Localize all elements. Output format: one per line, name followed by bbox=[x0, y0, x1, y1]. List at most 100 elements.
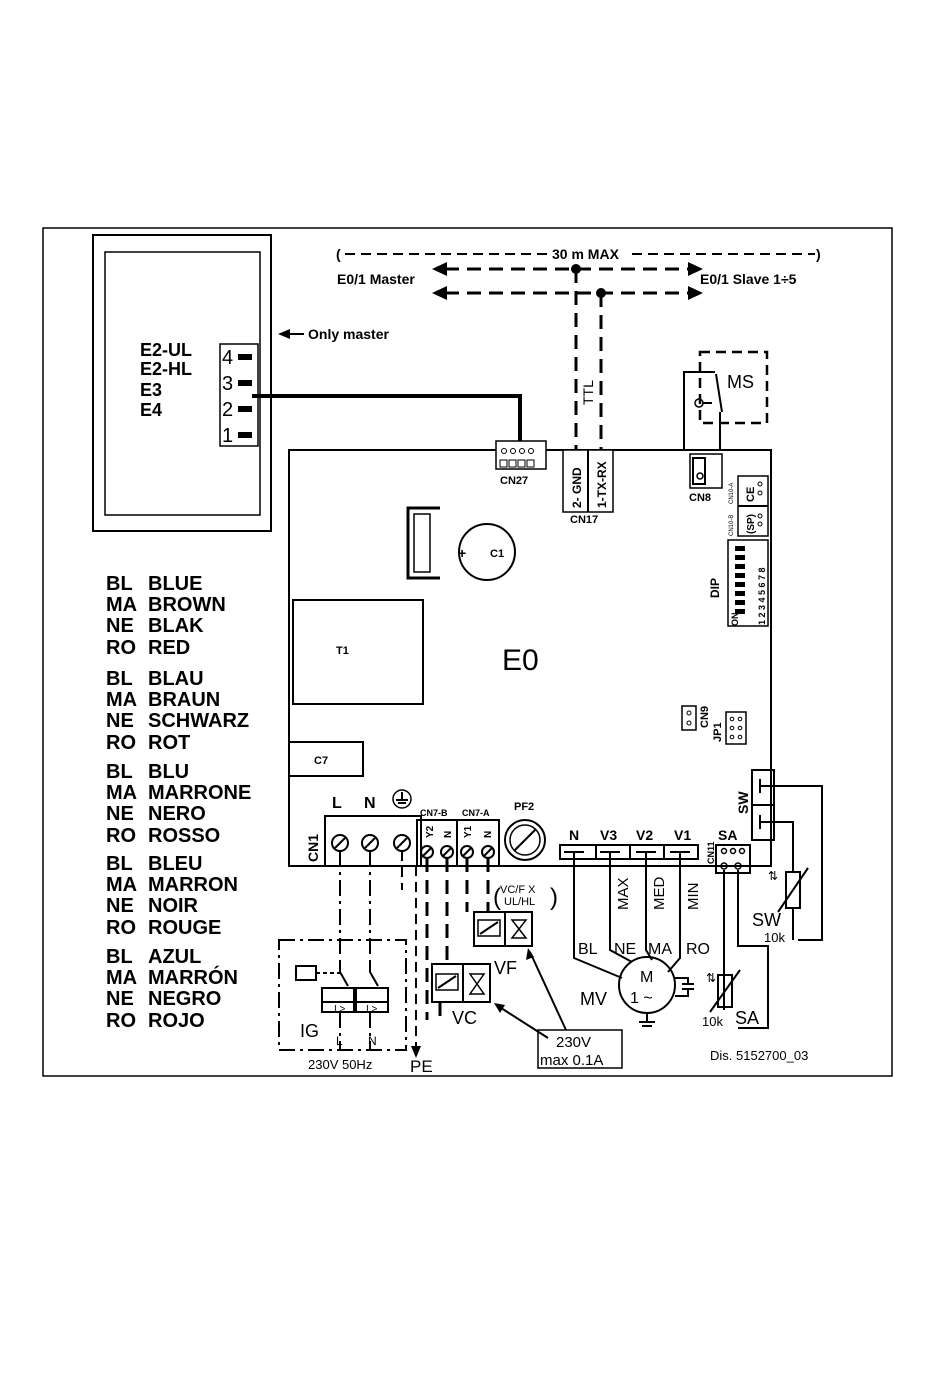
valve-current: max 0.1A bbox=[540, 1052, 603, 1069]
wire-ro-label: RO bbox=[686, 941, 710, 958]
remote-terminal-bars bbox=[238, 354, 252, 438]
legend-code: MA bbox=[106, 967, 137, 989]
cn27-connector bbox=[495, 440, 547, 470]
legend-code: BL bbox=[106, 761, 133, 783]
only-master-arrow bbox=[278, 329, 290, 339]
legend-code: RO bbox=[106, 825, 136, 847]
dip-label: DIP bbox=[708, 578, 722, 598]
cn1-l-label: L bbox=[332, 795, 342, 812]
legend-color: ROT bbox=[148, 732, 190, 754]
vc-label: VC bbox=[452, 1008, 477, 1028]
range-close: ) bbox=[816, 246, 821, 262]
svg-text:(: ( bbox=[493, 884, 501, 911]
cn10b-label: CN10-B bbox=[729, 515, 735, 536]
pf2-label: PF2 bbox=[514, 801, 534, 813]
legend-color: MARRONE bbox=[148, 782, 251, 804]
legend-code: BL bbox=[106, 573, 133, 595]
legend-color: BLU bbox=[148, 761, 189, 783]
t1-transformer bbox=[292, 599, 424, 705]
ms-switch-symbol bbox=[683, 371, 723, 450]
color-legend: BL BLUE MA BROWN NE BLAK RO RED BL BLAU … bbox=[106, 573, 251, 1032]
sa-top-label: SA bbox=[718, 827, 737, 843]
legend-color: NERO bbox=[148, 803, 206, 825]
ulhl-label: UL/HL bbox=[504, 896, 535, 908]
motor-phase-label: 1 ~ bbox=[630, 990, 653, 1007]
svg-text:⇅: ⇅ bbox=[768, 869, 778, 883]
dip-on-label: ON bbox=[730, 613, 740, 627]
c7-label: C7 bbox=[314, 755, 328, 767]
svg-text:I >: I > bbox=[366, 1004, 378, 1015]
cn17-tx-label: 1-TX-RX bbox=[595, 461, 609, 508]
remote-term-e4: E4 bbox=[140, 400, 162, 420]
vcf-label: VC/F X bbox=[500, 884, 536, 896]
legend-color: MARRÓN bbox=[148, 965, 238, 989]
legend-code: NE bbox=[106, 615, 134, 637]
cn9-label: CN9 bbox=[699, 706, 711, 728]
legend-color: BROWN bbox=[148, 594, 226, 616]
sa-thermistor: ⇅ bbox=[706, 969, 741, 1013]
legend-code: RO bbox=[106, 917, 136, 939]
legend-code: MA bbox=[106, 782, 137, 804]
slave-label: E0/1 Slave 1÷5 bbox=[700, 271, 797, 287]
cn1-label: CN1 bbox=[305, 834, 321, 862]
wire-ne-label: NE bbox=[614, 941, 636, 958]
legend-color: AZUL bbox=[148, 946, 201, 968]
cn7b-label: CN7-B bbox=[420, 808, 448, 818]
cn1-screws bbox=[331, 834, 411, 852]
term-n-label: N bbox=[569, 827, 579, 843]
legend-code: BL bbox=[106, 853, 133, 875]
legend-color: BLAU bbox=[148, 668, 204, 690]
cn10a-label: CN10-A bbox=[729, 483, 735, 504]
term-v2-label: V2 bbox=[636, 827, 653, 843]
speed-med-label: MED bbox=[651, 877, 668, 911]
pe-label: PE bbox=[410, 1057, 433, 1076]
c1-capacitor bbox=[458, 523, 516, 581]
remote-link-wire bbox=[252, 394, 522, 450]
board-bracket bbox=[406, 506, 440, 580]
ig-contacts: I > I > bbox=[295, 960, 389, 1015]
remote-term-e3: E3 bbox=[140, 380, 162, 400]
remote-panel bbox=[92, 234, 272, 532]
cn17-gnd-label: 2- GND bbox=[570, 467, 584, 508]
term-v3-label: V3 bbox=[600, 827, 617, 843]
diagram-frame bbox=[42, 227, 893, 1077]
supply-label: 230V 50Hz bbox=[308, 1057, 372, 1072]
legend-color: NOIR bbox=[148, 895, 199, 917]
svg-text:): ) bbox=[550, 884, 558, 911]
ig-n-label: N bbox=[368, 1034, 377, 1048]
legend-code: NE bbox=[106, 803, 134, 825]
wire-bl-label: BL bbox=[578, 941, 598, 958]
wire-ma-label: MA bbox=[648, 941, 672, 958]
cn7a-terminal bbox=[456, 819, 500, 867]
legend-color: MARRON bbox=[148, 874, 238, 896]
y2-label: Y2 bbox=[425, 825, 436, 838]
legend-code: NE bbox=[106, 895, 134, 917]
svg-text:⇅: ⇅ bbox=[706, 971, 716, 985]
sw-thermistor: ⇅ bbox=[768, 867, 809, 940]
sa-k-label: 10k bbox=[702, 1014, 723, 1029]
legend-color: SCHWARZ bbox=[148, 710, 249, 732]
dip-levers bbox=[735, 546, 745, 614]
legend-color: NEGRO bbox=[148, 988, 221, 1010]
sp-label: (SP) bbox=[746, 514, 757, 534]
valve-voltage: 230V bbox=[556, 1034, 591, 1051]
legend-code: NE bbox=[106, 710, 134, 732]
svg-text:+: + bbox=[458, 545, 466, 561]
motor-capacitor bbox=[675, 977, 694, 997]
c1-label: C1 bbox=[490, 548, 504, 560]
legend-code: RO bbox=[106, 732, 136, 754]
ms-label: MS bbox=[727, 372, 754, 392]
board-label: E0 bbox=[502, 644, 539, 677]
rating-arrows bbox=[494, 948, 567, 1039]
cn11-label: CN11 bbox=[706, 841, 716, 864]
remote-num-4: 4 bbox=[222, 347, 233, 369]
sw-k-label: 10k bbox=[764, 930, 785, 945]
vf-label: VF bbox=[494, 958, 517, 978]
legend-code: MA bbox=[106, 874, 137, 896]
cn17-connector bbox=[562, 449, 614, 513]
drawing-number: Dis. 5152700_03 bbox=[710, 1048, 808, 1063]
jp1-label: JP1 bbox=[712, 722, 724, 742]
legend-code: RO bbox=[106, 1010, 136, 1032]
ce-label: CE bbox=[745, 487, 757, 502]
